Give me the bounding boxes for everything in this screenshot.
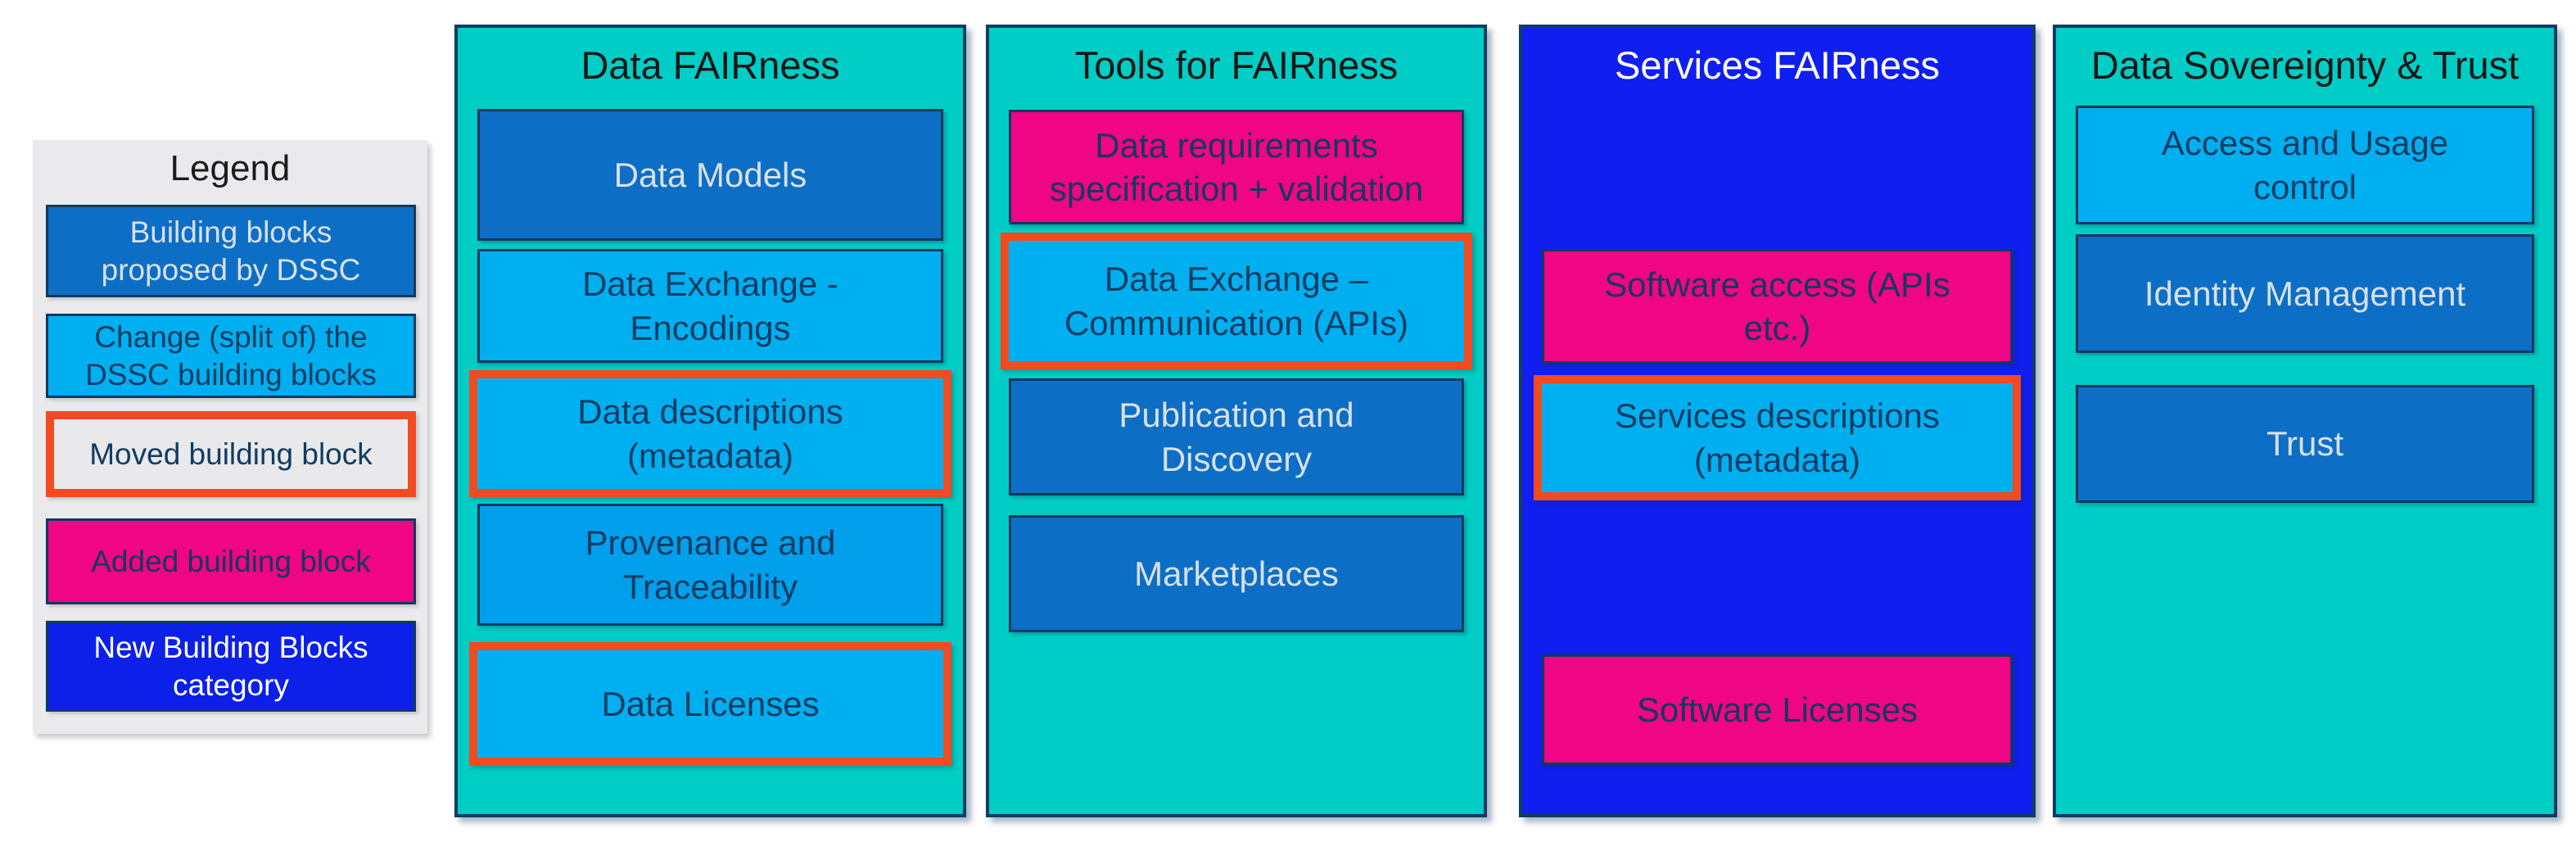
legend-item-building-blocks: Building blocks proposed by DSSC xyxy=(46,205,416,297)
building-block-trust: Trust xyxy=(2076,385,2534,503)
legend-title: Legend xyxy=(169,148,291,188)
building-block-software-access-apis: Software access (APIs etc.) xyxy=(1542,249,2013,364)
building-block-data-models: Data Models xyxy=(477,109,943,241)
column-title-tools-for-fairness: Tools for FAIRness xyxy=(1074,43,1399,87)
building-block-marketplaces: Marketplaces xyxy=(1009,515,1464,632)
legend-item-moved-building-block: Moved building block xyxy=(46,411,416,497)
building-block-publication-and: Publication and Discovery xyxy=(1009,378,1464,495)
building-block-data-descriptions: Data descriptions (metadata) xyxy=(469,370,951,497)
building-block-services-descriptions: Services descriptions (metadata) xyxy=(1534,375,2021,500)
building-block-identity-management: Identity Management xyxy=(2076,234,2534,353)
column-title-services-fairness: Services FAIRness xyxy=(1614,43,1941,87)
building-block-data-exchange: Data Exchange - Encodings xyxy=(477,249,943,363)
building-block-software-licenses: Software Licenses xyxy=(1542,654,2013,765)
building-block-data-licenses: Data Licenses xyxy=(469,642,951,766)
column-title-data-sovereignty-trust: Data Sovereignty & Trust xyxy=(2090,43,2520,87)
legend-item-new-building-blocks: New Building Blocks category xyxy=(46,621,416,712)
legend-item-added-building-block: Added building block xyxy=(46,518,416,604)
building-block-access-and-usage: Access and Usage control xyxy=(2076,106,2534,224)
legend-item-change-split-of-the: Change (split of) the DSSC building bloc… xyxy=(46,314,416,398)
legend-panel: Legend Building blocks proposed by DSSC C… xyxy=(33,140,427,734)
building-block-data-exchange: Data Exchange – Communication (APIs) xyxy=(1001,233,1472,369)
column-title-data-fairness: Data FAIRness xyxy=(581,43,840,87)
building-block-data-requirements: Data requirements specification + valida… xyxy=(1009,110,1464,224)
building-block-provenance-and: Provenance and Traceability xyxy=(477,504,943,626)
